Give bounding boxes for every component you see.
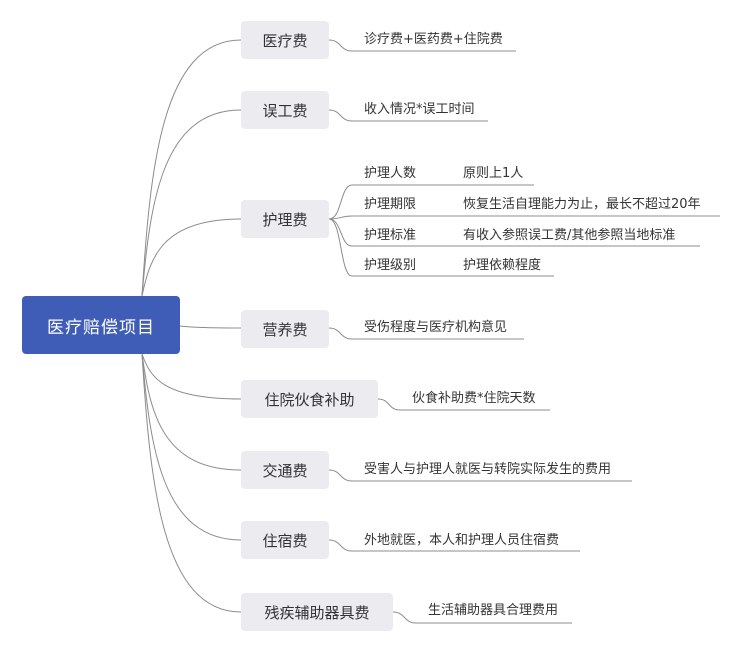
nursing-sub-line <box>328 184 451 220</box>
nursing-sub-standard[interactable]: 护理标准 <box>364 228 417 243</box>
detail-medical-fee[interactable]: 诊疗费+医药费+住院费 <box>364 32 503 47</box>
category-disability-aid-fee[interactable]: 残疾辅助器具费 <box>241 593 393 631</box>
nursing-sub-level[interactable]: 护理级别 <box>364 258 417 273</box>
nursing-sub-count[interactable]: 护理人数 <box>364 166 417 181</box>
category-hospital-meal-subsidy[interactable]: 住院伙食补助 <box>241 380 378 418</box>
root-branch-line <box>141 353 242 471</box>
nutrition-detail-line <box>328 327 524 340</box>
category-label: 残疾辅助器具费 <box>264 603 370 622</box>
medical-detail-line <box>328 39 516 52</box>
category-label: 营养费 <box>262 320 308 339</box>
category-transport-fee[interactable]: 交通费 <box>241 451 329 489</box>
meal-detail-line <box>377 398 550 411</box>
root-node[interactable]: 医疗赔偿项目 <box>22 296 180 354</box>
category-nutrition-fee[interactable]: 营养费 <box>241 310 329 348</box>
detail-nutrition-fee[interactable]: 受伤程度与医疗机构意见 <box>364 320 508 335</box>
nursing-sub-line <box>328 218 451 277</box>
category-medical-fee[interactable]: 医疗费 <box>241 21 329 59</box>
disability-detail-line <box>392 611 572 624</box>
nursing-detail-period[interactable]: 恢复生活自理能力为止，最长不超过20年 <box>463 197 701 212</box>
root-label: 医疗赔偿项目 <box>47 317 155 338</box>
lodging-detail-line <box>328 539 580 552</box>
root-branch-line <box>179 325 242 329</box>
category-lost-work-fee[interactable]: 误工费 <box>241 91 329 129</box>
lostwork-detail-line <box>328 109 488 122</box>
nursing-sub-period[interactable]: 护理期限 <box>364 197 417 212</box>
category-label: 医疗费 <box>262 31 308 50</box>
nursing-sub-line <box>328 215 451 220</box>
category-label: 住宿费 <box>262 531 308 550</box>
nursing-detail-count[interactable]: 原则上1人 <box>463 166 524 181</box>
category-lodging-fee[interactable]: 住宿费 <box>241 521 329 559</box>
transport-detail-line <box>328 469 632 482</box>
root-branch-line <box>141 218 242 297</box>
detail-transport-fee[interactable]: 受害人与护理人就医与转院实际发生的费用 <box>364 462 612 477</box>
detail-disability-aid-fee[interactable]: 生活辅助器具合理费用 <box>428 603 559 618</box>
category-nursing-fee[interactable]: 护理费 <box>241 200 329 238</box>
nursing-sub-line <box>328 218 451 247</box>
category-label: 护理费 <box>262 210 308 229</box>
root-branch-line <box>141 109 242 297</box>
category-label: 交通费 <box>262 461 308 480</box>
root-branch-line <box>141 353 242 541</box>
nursing-detail-standard[interactable]: 有收入参照误工费/其他参照当地标准 <box>463 228 676 243</box>
category-label: 住院伙食补助 <box>264 390 355 409</box>
root-branch-line <box>141 353 242 400</box>
nursing-detail-level[interactable]: 护理依赖程度 <box>463 258 542 273</box>
detail-lost-work-fee[interactable]: 收入情况*误工时间 <box>364 102 475 117</box>
detail-hospital-meal-subsidy[interactable]: 伙食补助费*住院天数 <box>412 391 536 406</box>
root-branch-line <box>141 39 242 297</box>
detail-lodging-fee[interactable]: 外地就医，本人和护理人员住宿费 <box>364 533 560 548</box>
root-branch-line <box>141 353 242 613</box>
category-label: 误工费 <box>262 101 308 120</box>
